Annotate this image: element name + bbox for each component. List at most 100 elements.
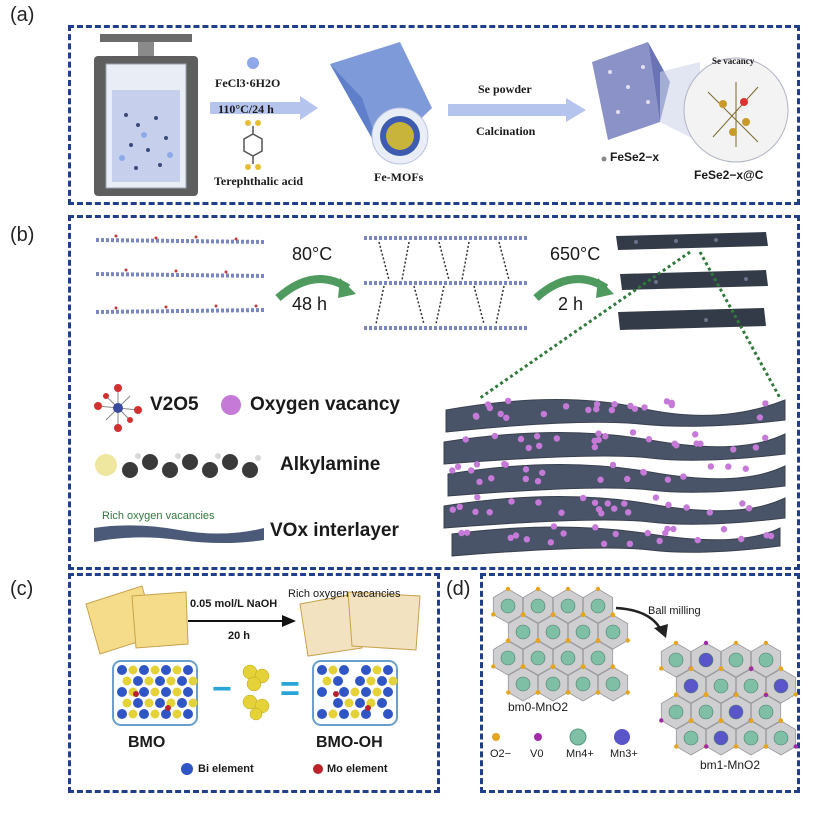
o2-ion [506,690,511,695]
temp1-label: 80°C [292,244,333,264]
oxygen-vacancy-dot-icon [221,395,241,415]
oxygen-vacancy-site [793,744,798,749]
o2-ion [565,638,571,644]
synthesis-arrow-icon [210,96,318,120]
oxygen-vacancy-dot [668,401,675,409]
oxygen-vacancy-dot [512,532,520,539]
o2-ion [535,638,541,644]
o2-ion [733,692,739,698]
oxygen-vacancy-dot [644,529,651,537]
panel-b [68,215,800,570]
legend-vacancy-label: Oxygen vacancy [250,394,400,415]
panel-label-d: (d) [446,578,471,600]
oxygen-vacancy-dot [458,529,465,537]
legend-interlayer-label: VOx interlayer [270,520,399,541]
oxygen-vacancy-dot [553,435,561,442]
ball-milling-arrow-icon [615,606,668,638]
reagent-label: FeCl3·6H2O [215,76,281,90]
bi-atom [183,687,193,697]
oxygen-vacancy-dot [627,402,634,410]
oxygen-vacancy-site [659,718,664,723]
oxygen-vacancy-dot [534,478,542,485]
oxygen-vacancy-dot [670,525,677,533]
oxygen-vacancy-dot [763,532,770,539]
panel-label-a: (a) [10,4,35,26]
step2-label: Calcination [476,124,536,138]
o2-ion [520,664,526,670]
v2o5-octahedron-icon [94,384,142,432]
oxygen-vacancy-dot [473,413,480,420]
o2-ion [625,690,630,695]
oxygen-vacancy-dot [456,503,463,511]
mn4-ion [668,652,684,668]
mn4-ion [515,624,531,640]
legend-v2o5-label: V2O5 [150,394,199,415]
oxygen-vacancy-dot [507,534,514,542]
o2-ion [491,664,496,669]
bm1-mno2-lattice-icon [659,640,798,756]
bi-atom [383,709,393,719]
o-atom [372,687,382,697]
bi-atom [383,665,393,675]
oxygen-vacancy-dot [579,494,587,502]
bi-atom [161,665,171,675]
vacancy-label: Se vacancy [712,56,755,66]
o-atom [150,709,160,719]
legend-vo-label: V0 [530,748,544,760]
bi-atom [317,665,327,675]
bi-atom [361,687,371,697]
oxygen-vacancy-dot [486,508,493,516]
product-label: FeSe2−x@C [694,168,764,182]
oxygen-vacancy-dot [600,540,608,548]
mn4-ion [560,650,576,666]
o-atom [322,676,332,686]
bmo-label: BMO [128,734,166,751]
oxygen-vacancy-dot [449,467,456,474]
mn4-ion [743,730,759,746]
bi-atom [377,676,387,686]
oxygen-vacancy-dot [742,465,749,472]
oxygen-vacancy-dot [533,433,541,440]
mn4-ion [605,624,621,640]
o-atom [350,709,360,719]
oxygen-vacancy-dot [525,444,532,452]
oxygen-vacancy-dot [474,494,481,501]
panel-label-c: (c) [10,578,34,600]
oxygen-vacancy-dot [664,525,671,532]
oxygen-vacancy-dot [462,436,469,443]
oxygen-vacancy-dot [488,475,495,482]
oxygen-vacancy-dot [535,499,542,506]
o-atom [188,698,198,708]
fe-ion-icon [247,57,259,69]
oxygen-vacancy-dot [652,494,660,501]
bmo-lattice-icon [112,660,198,726]
oxygen-vacancy-dot [593,400,601,408]
oxygen-vacancy-dot [591,443,599,451]
bm0-mno2-lattice-icon [491,586,630,702]
bi-atom [155,698,165,708]
o2-ion [703,692,709,698]
o2-ion [520,612,526,618]
o2-ion [733,640,739,646]
panel-label-b: (b) [10,224,35,246]
mn3-ion [773,678,789,694]
oxygen-vacancy-dot [693,440,700,447]
o-atom [172,665,182,675]
o2-ion [610,612,616,618]
oxygen-vacancy-dot [739,500,746,507]
oxygen-vacancy-dot [691,431,699,438]
oxygen-vacancy-dot [629,429,637,436]
o-atom [172,687,182,697]
fese-product-icon [592,42,789,163]
o-atom [144,698,154,708]
mn4-ion [683,730,699,746]
o-atom [150,687,160,697]
oxygen-vacancy-dot [683,504,690,511]
bi-atom [133,698,143,708]
bmo-oh-flakes-icon [299,591,421,657]
mo-atom [133,691,139,697]
oxygen-vacancy-dot [640,469,648,476]
oxygen-vacancy-dot [503,414,510,421]
fese-dot-icon [601,156,607,162]
oxygen-vacancy-dot [508,498,515,505]
